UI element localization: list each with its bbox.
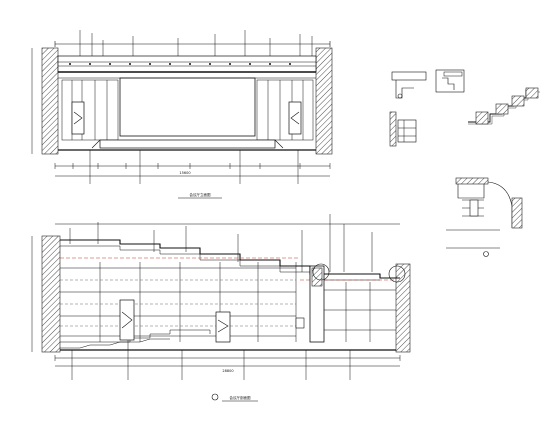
bottom-section: 28800 会议厅剖面图	[31, 214, 411, 402]
bottom-width-dimension: 28800	[222, 369, 233, 373]
stair-detail	[468, 87, 540, 125]
circle-callout-icon	[211, 393, 219, 401]
right-wall	[315, 47, 333, 155]
top-elevation: 15600 会议厅立面图	[31, 30, 333, 199]
detail-b	[435, 69, 465, 93]
top-dim-ticks	[54, 41, 331, 47]
top-leaders	[79, 30, 313, 60]
door-jamb-detail	[446, 177, 523, 257]
detail-a	[389, 71, 427, 147]
top-width-dimension: 15600	[179, 171, 190, 175]
bottom-section-title: 会议厅剖面图	[230, 395, 251, 400]
top-elevation-title: 会议厅立面图	[190, 192, 211, 197]
left-wall	[41, 47, 59, 155]
screen-panel	[119, 77, 256, 137]
